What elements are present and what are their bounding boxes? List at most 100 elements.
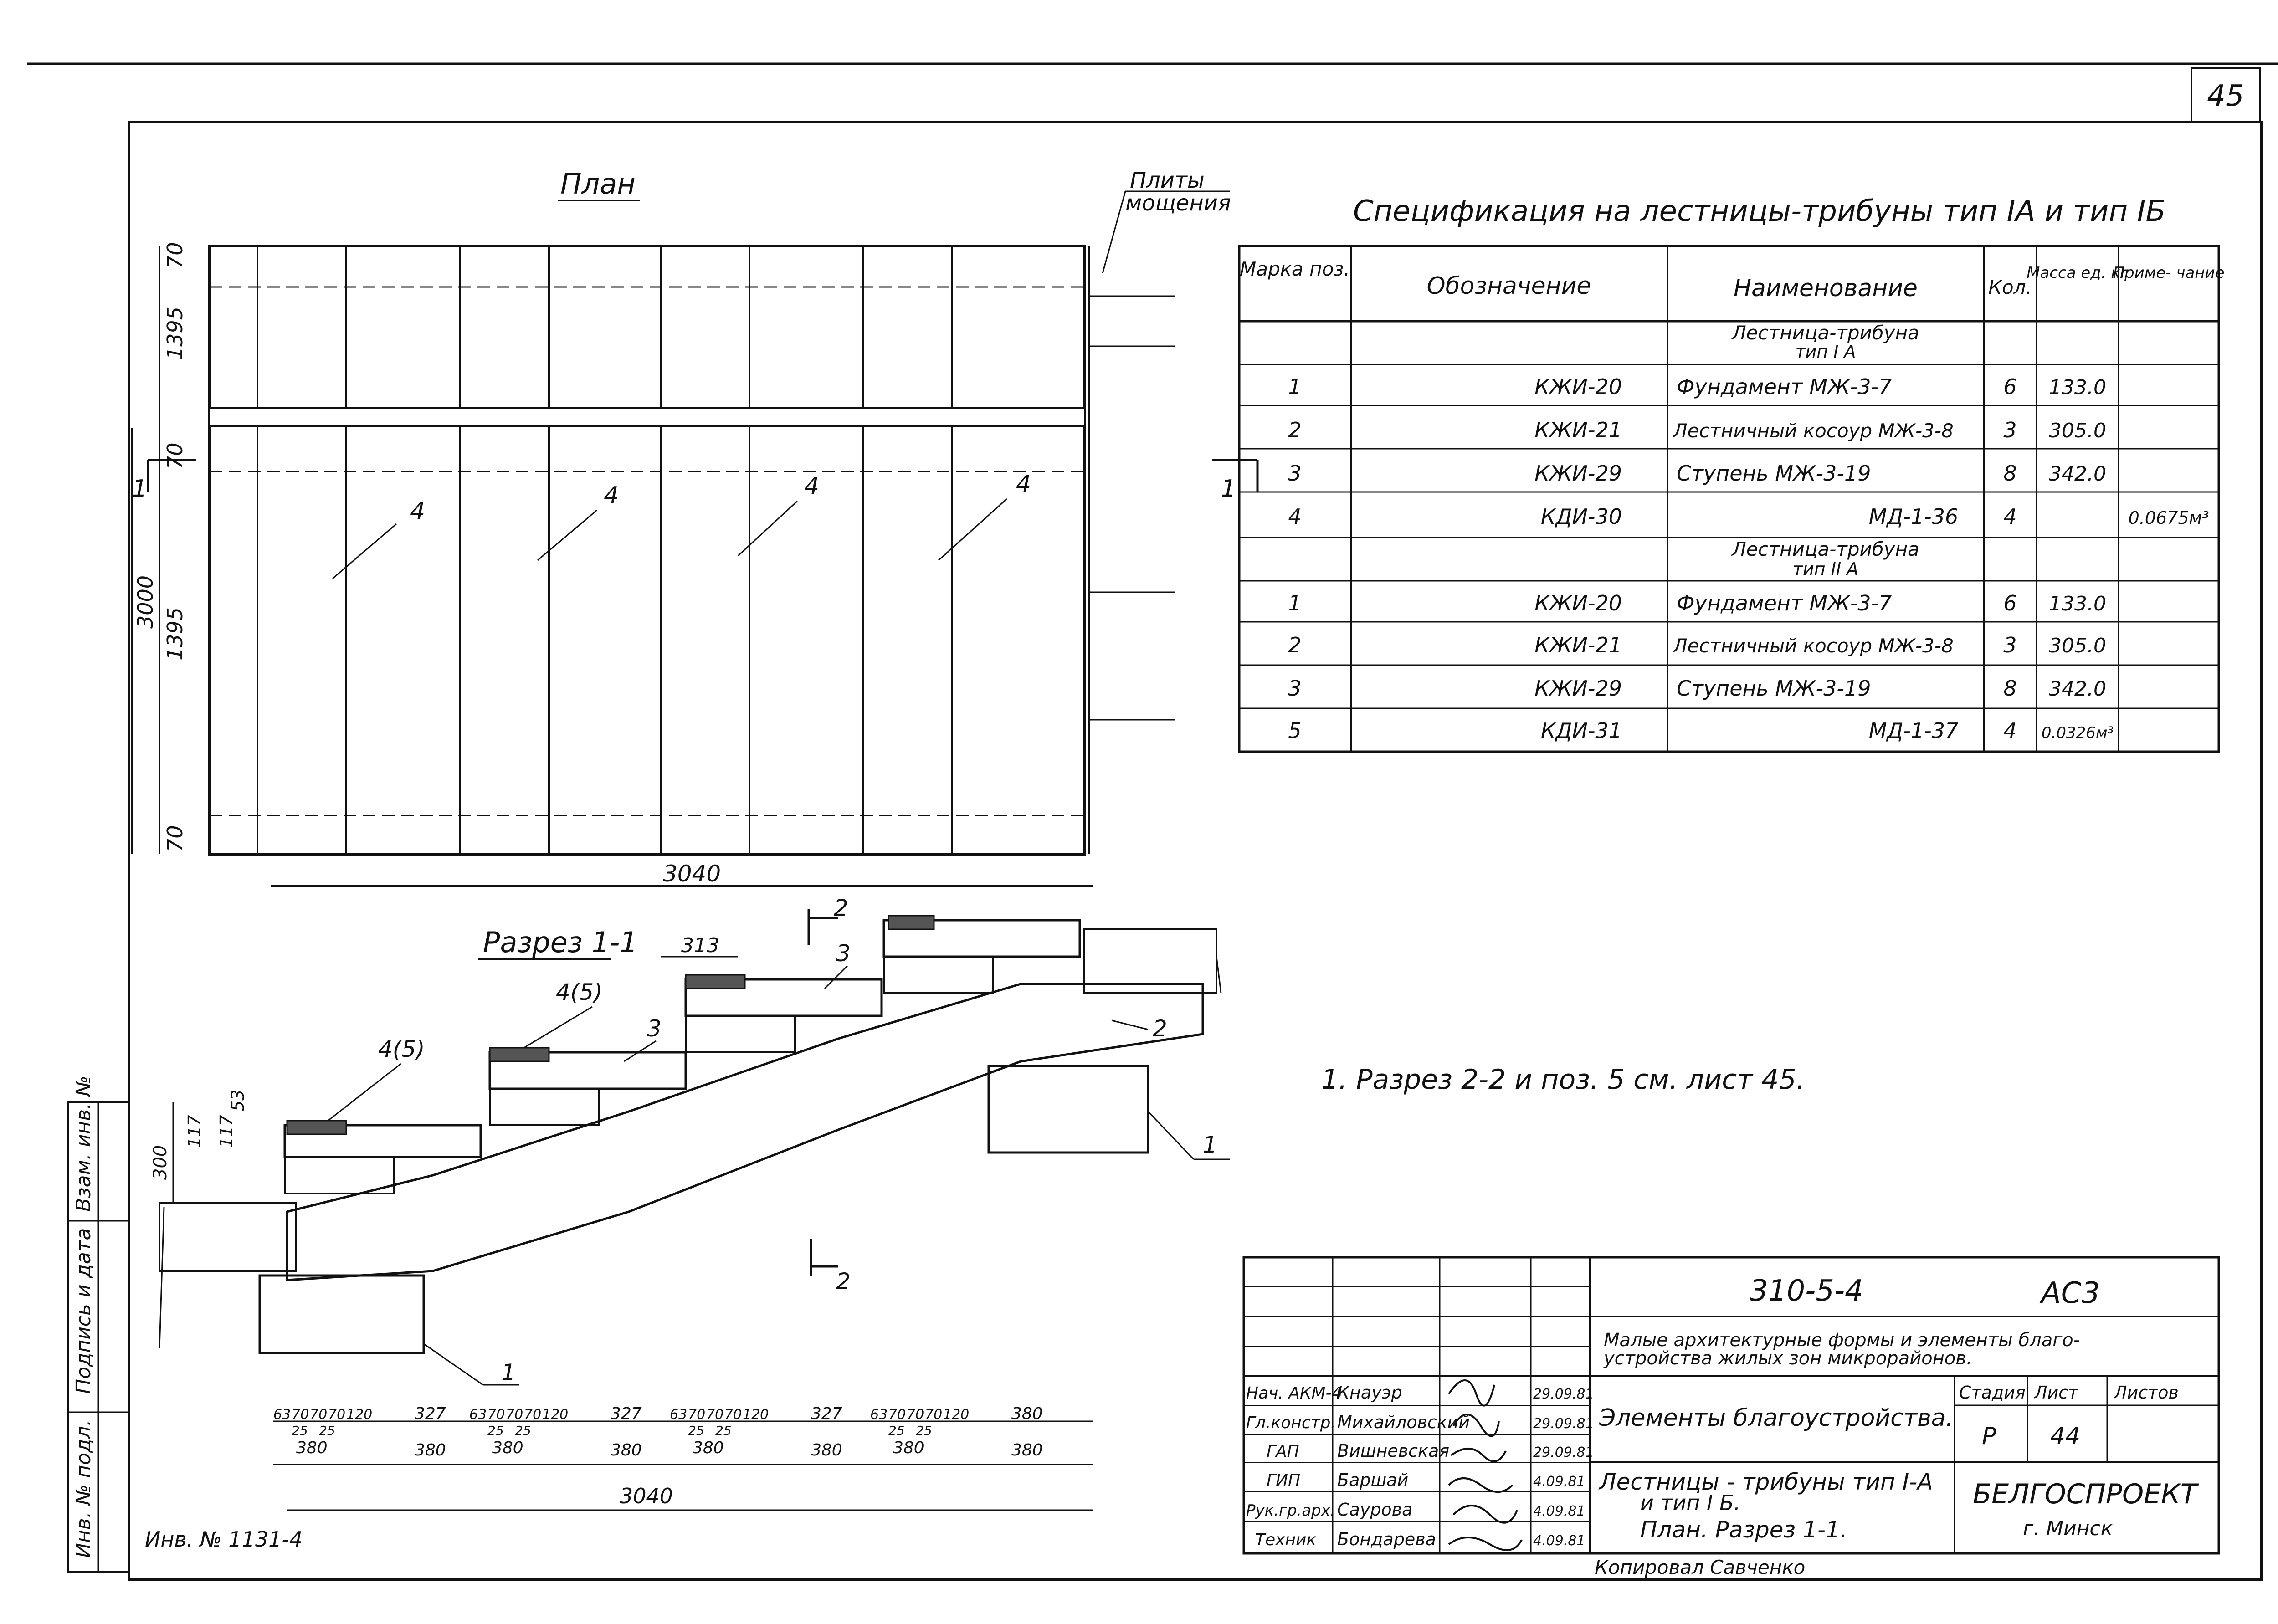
- tb-drawing-title-2: и тип I Б.: [1640, 1491, 1740, 1515]
- spec-group1-heading: Лестница-трибуна: [1731, 322, 1919, 344]
- svg-text:0.0675м³: 0.0675м³: [2129, 508, 2209, 528]
- tb-city: г. Минск: [2023, 1517, 2113, 1540]
- svg-text:70: 70: [706, 1407, 723, 1423]
- svg-text:29.09.81: 29.09.81: [1533, 1386, 1594, 1402]
- section-cut-mark: 2 2: [807, 895, 851, 1295]
- section-pos-4-5-b: 4(5): [556, 979, 603, 1005]
- spec-row: 5 КДИ-31 МД-1-37 4 0.0326м³: [1288, 718, 2114, 743]
- svg-text:8: 8: [2003, 461, 2016, 486]
- svg-text:КЖИ-20: КЖИ-20: [1534, 374, 1622, 399]
- sheet-number: 45: [2207, 79, 2244, 113]
- svg-text:3: 3: [2003, 418, 2016, 442]
- section-mark-right: 1: [1221, 475, 1236, 502]
- svg-text:70: 70: [292, 1407, 309, 1423]
- dim-1395-top: 1395: [163, 307, 187, 360]
- spec-group2-heading: Лестница-трибуна: [1731, 538, 1919, 560]
- svg-text:Вишневская: Вишневская: [1337, 1441, 1449, 1461]
- plan-stairs: [210, 245, 1084, 855]
- stair-column-3: [660, 245, 750, 855]
- plan-view: План Плиты мощения: [131, 167, 1259, 887]
- section-pos-1-a: 1: [501, 1359, 516, 1386]
- svg-text:380: 380: [693, 1439, 724, 1457]
- svg-text:6: 6: [2003, 374, 2016, 399]
- tb-stage-header: Стадия: [1959, 1383, 2026, 1403]
- side-stamp: Инв. № подл. Подпись и дата Взам. инв. №: [67, 1076, 130, 1573]
- svg-text:29.09.81: 29.09.81: [1533, 1445, 1594, 1460]
- tb-section-name: Элементы благоустройства.: [1599, 1404, 1953, 1432]
- spec-header-mark: Марка поз.: [1240, 258, 1350, 280]
- section-left-dims: 300 117 117 53: [150, 1090, 248, 1203]
- svg-text:3: 3: [1288, 461, 1301, 486]
- paving-label-1: Плиты: [1130, 168, 1205, 193]
- svg-text:2: 2: [1288, 418, 1301, 442]
- svg-text:4.09.81: 4.09.81: [1533, 1474, 1585, 1490]
- svg-text:КЖИ-21: КЖИ-21: [1534, 418, 1622, 442]
- dim-3000: 3000: [133, 575, 158, 629]
- svg-text:70: 70: [310, 1407, 327, 1423]
- section-mark-left: 1: [132, 475, 147, 502]
- base-layer-left: [159, 1202, 297, 1272]
- svg-text:4.09.81: 4.09.81: [1533, 1503, 1585, 1519]
- spec-row: 2 КЖИ-21 Лестничный косоур МЖ-3-8 3 305.…: [1288, 633, 2106, 657]
- svg-text:КДИ-31: КДИ-31: [1541, 718, 1622, 743]
- svg-text:КЖИ-20: КЖИ-20: [1534, 591, 1622, 615]
- svg-text:Баршай: Баршай: [1337, 1470, 1408, 1490]
- section-title: Разрез 1-1: [483, 926, 638, 959]
- dim-117-b: 117: [216, 1115, 236, 1148]
- tb-drawing-title-1: Лестницы - трибуны тип I-A: [1598, 1469, 1933, 1495]
- svg-text:342.0: 342.0: [2049, 462, 2106, 486]
- stair-column-2: [459, 245, 550, 855]
- svg-text:70: 70: [506, 1407, 523, 1423]
- svg-text:120: 120: [346, 1407, 372, 1423]
- svg-text:380: 380: [415, 1441, 446, 1460]
- svg-text:25: 25: [715, 1423, 732, 1438]
- svg-text:380: 380: [811, 1441, 842, 1460]
- tb-org: БЕЛГОСПРОЕКТ: [1973, 1478, 2199, 1510]
- plan-pos-4-2: 4: [604, 482, 619, 509]
- plan-pos-4-1: 4: [410, 498, 425, 525]
- svg-text:63: 63: [670, 1407, 687, 1423]
- spec-row: 3 КЖИ-29 Ступень МЖ-3-19 8 342.0: [1288, 461, 2106, 486]
- paving-slabs: [1088, 246, 1175, 854]
- spec-row: 1 КЖИ-20 Фундамент МЖ-3-7 6 133.0: [1288, 374, 2106, 399]
- plan-title: План: [560, 167, 636, 200]
- dim-70-bottom: 70: [163, 825, 187, 852]
- section-mark-plan: 1 1: [132, 459, 1259, 502]
- svg-text:29.09.81: 29.09.81: [1533, 1416, 1594, 1432]
- svg-text:3: 3: [2003, 633, 2016, 657]
- svg-text:70: 70: [724, 1407, 742, 1423]
- tb-stage: Р: [1982, 1423, 1996, 1450]
- svg-text:133.0: 133.0: [2049, 376, 2106, 399]
- svg-text:Кнауэр: Кнауэр: [1337, 1383, 1402, 1403]
- svg-text:1: 1: [1288, 591, 1301, 615]
- section-bottom-dims: 63 70 70 70 120 327 63 70 70 70 120 327 …: [273, 1404, 1093, 1511]
- signatures: [1448, 1379, 1523, 1551]
- svg-text:Лестничный косоур МЖ-3-8: Лестничный косоур МЖ-3-8: [1672, 420, 1954, 442]
- section-pos-3-a: 3: [647, 1015, 662, 1042]
- dim-3040-plan: 3040: [663, 861, 721, 887]
- svg-text:Михайловский: Михайловский: [1337, 1412, 1470, 1432]
- spec-row: 4 КДИ-30 МД-1-36 4 0.0675м³: [1288, 504, 2209, 529]
- svg-text:25: 25: [916, 1423, 932, 1438]
- steps: [283, 915, 1081, 1194]
- tb-project-2: устройства жилых зон микрорайонов.: [1603, 1348, 1972, 1369]
- svg-text:Нач. АКМ-4: Нач. АКМ-4: [1246, 1384, 1342, 1403]
- svg-text:70: 70: [925, 1407, 942, 1423]
- section-pos-3-b: 3: [836, 940, 851, 967]
- svg-text:70: 70: [328, 1407, 345, 1423]
- svg-text:4: 4: [1288, 504, 1301, 529]
- svg-text:70: 70: [907, 1407, 924, 1423]
- dim-70-top: 70: [163, 242, 187, 269]
- svg-text:120: 120: [943, 1407, 969, 1423]
- dim-1395-bottom: 1395: [163, 607, 187, 661]
- tb-sheets-header: Листов: [2113, 1383, 2179, 1403]
- svg-text:70: 70: [487, 1407, 505, 1423]
- svg-text:305.0: 305.0: [2049, 419, 2106, 442]
- svg-text:Бондарева: Бондарева: [1337, 1529, 1436, 1549]
- note-text: 1. Разрез 2-2 и поз. 5 см. лист 45.: [1321, 1064, 1805, 1096]
- svg-text:Фундамент МЖ-3-7: Фундамент МЖ-3-7: [1677, 591, 1892, 615]
- svg-text:КДИ-30: КДИ-30: [1541, 504, 1622, 529]
- svg-text:ГАП: ГАП: [1267, 1442, 1299, 1461]
- svg-text:380: 380: [492, 1439, 523, 1457]
